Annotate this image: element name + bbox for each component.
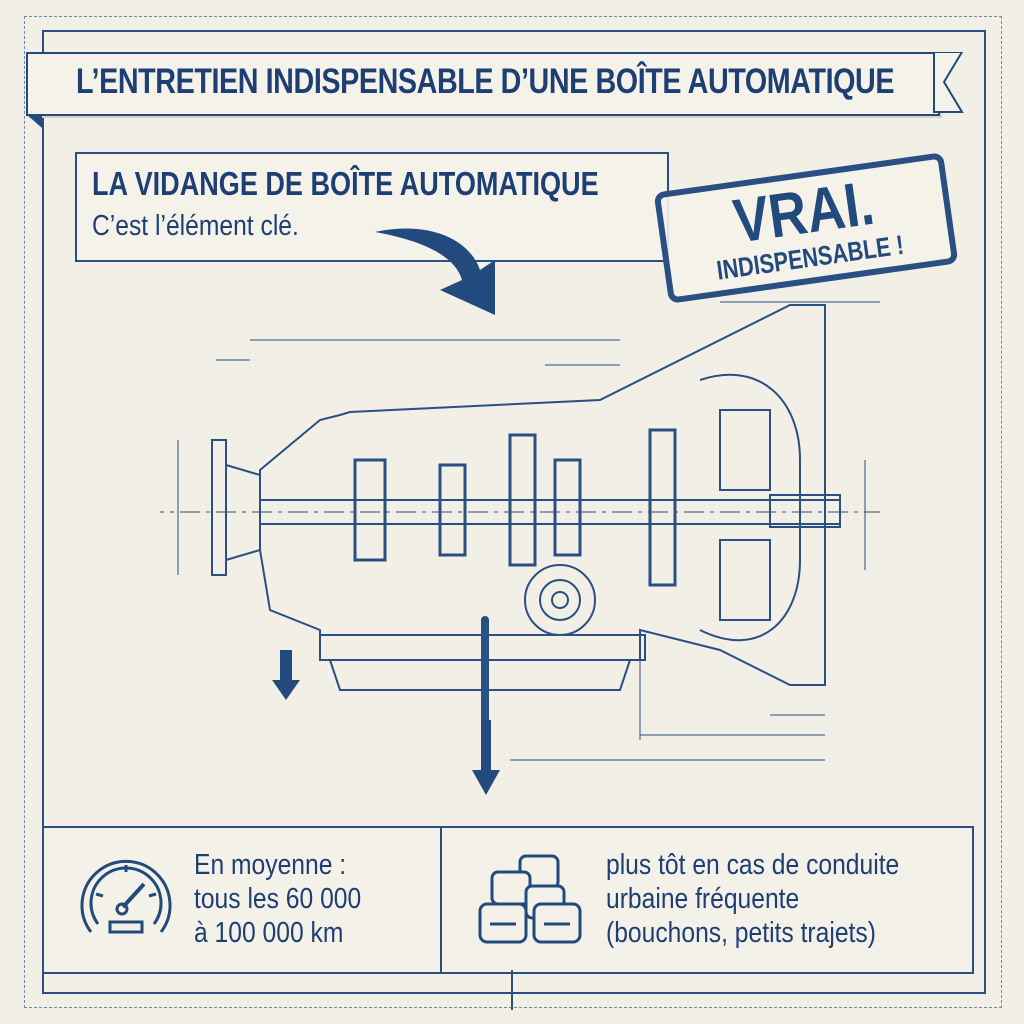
flow-arrows	[272, 650, 500, 795]
curved-arrow-icon	[375, 228, 495, 315]
subtitle-text: C’est l’élément clé.	[92, 210, 299, 242]
info-panel-divider	[440, 826, 442, 972]
transmission-blueprint	[160, 301, 880, 795]
title-banner	[26, 52, 940, 116]
urban-driving-text: plus tôt en cas de conduite urbaine fréq…	[606, 848, 899, 950]
urban-line-3: (bouchons, petits trajets)	[606, 917, 876, 949]
urban-line-2: urbaine fréquente	[606, 883, 800, 915]
interval-line-3: à 100 000 km	[194, 917, 344, 949]
interval-line-1: En moyenne :	[194, 849, 347, 881]
inner-frame	[42, 30, 986, 994]
interval-line-2: tous les 60 000	[194, 883, 362, 915]
speedometer-icon	[80, 859, 172, 934]
subtitle-heading: LA VIDANGE DE BOÎTE AUTOMATIQUE	[92, 165, 599, 202]
subtitle-box	[75, 152, 669, 262]
banner-ribbon-ends	[26, 52, 964, 128]
interval-text: En moyenne : tous les 60 000 à 100 000 k…	[194, 848, 361, 950]
bottom-connector	[511, 970, 513, 1010]
dimension-lines	[160, 301, 880, 761]
urban-line-1: plus tôt en cas de conduite	[606, 849, 900, 881]
traffic-jam-cars-icon	[478, 854, 582, 944]
page-title: L’ENTRETIEN INDISPENSABLE D’UNE BOÎTE AU…	[76, 62, 895, 101]
